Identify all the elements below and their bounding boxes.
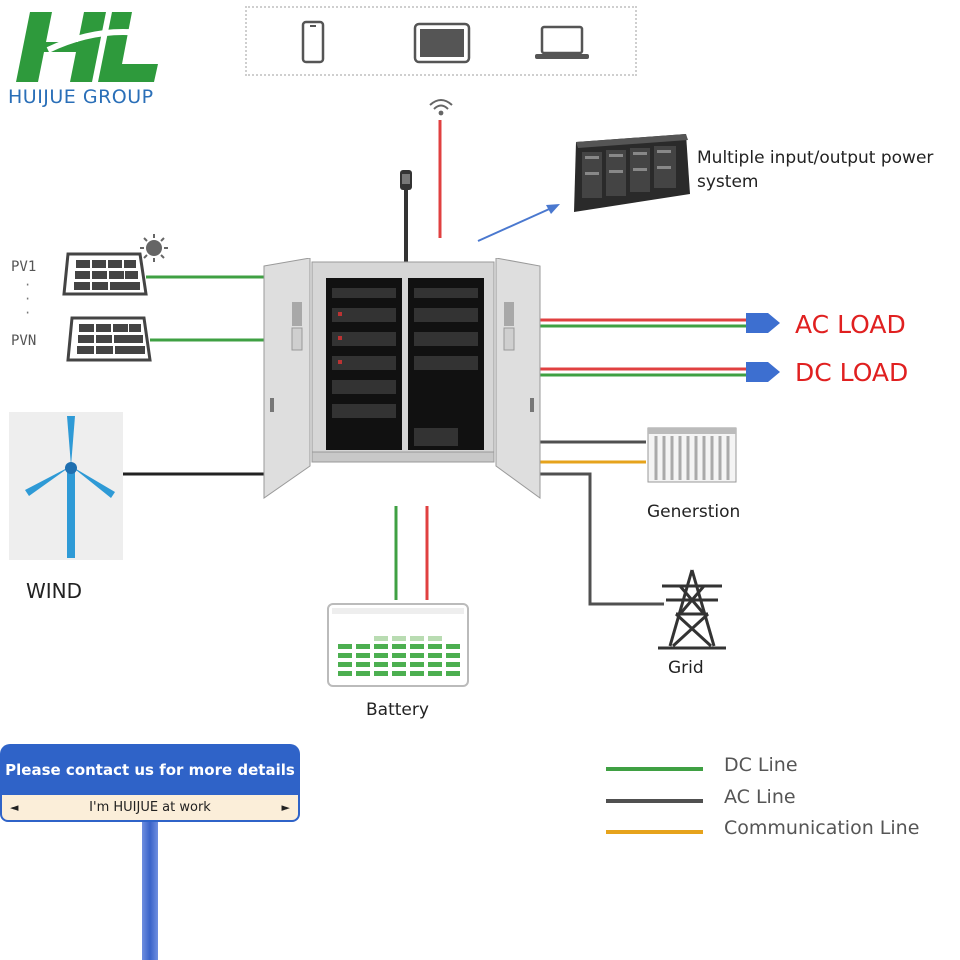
pv-dots: · · ·: [24, 278, 32, 320]
legend-item-dc: DC Line: [606, 754, 946, 780]
contact-ticker: ◄ I'm HUIJUE at work ►: [0, 795, 300, 822]
wind-label: WIND: [26, 579, 83, 603]
solar-panel-n-image: [66, 316, 152, 362]
generator-image: [647, 427, 737, 483]
legend-swatch-ac: [606, 799, 703, 803]
laptop-icon: [535, 25, 589, 59]
battery-image: [327, 603, 469, 687]
power-system-label: Multiple input/output power system: [697, 148, 934, 192]
power-system-rack-image: [574, 134, 690, 212]
ac-load-label: AC LOAD: [795, 310, 906, 339]
legend-item-communication: Communication Line: [606, 817, 946, 843]
monitoring-devices-box: [245, 6, 637, 76]
antenna-icon: [400, 170, 412, 268]
dc-load-label: DC LOAD: [795, 358, 909, 387]
legend-label-ac: AC Line: [724, 786, 796, 808]
ticker-text: I'm HUIJUE at work: [89, 800, 211, 815]
grid-tower-icon: [658, 569, 726, 650]
battery-label: Battery: [366, 700, 429, 720]
energy-storage-cabinet-image: [263, 258, 541, 499]
company-name: HUIJUE GROUP: [8, 86, 154, 108]
legend: DC Line AC Line Communication Line: [606, 754, 946, 850]
pvn-label: PVN: [11, 333, 37, 349]
solar-panel-1-image: [62, 234, 168, 296]
generation-label: Generstion: [647, 502, 741, 522]
legend-label-dc: DC Line: [724, 754, 798, 776]
sun-icon: [140, 234, 168, 262]
wifi-icon: [429, 99, 453, 116]
legend-swatch-communication: [606, 830, 703, 834]
legend-item-ac: AC Line: [606, 786, 946, 812]
ticker-prev-arrow-icon[interactable]: ◄: [10, 801, 19, 814]
ticker-next-arrow-icon[interactable]: ►: [281, 801, 290, 814]
tablet-icon: [413, 22, 471, 64]
smartphone-icon: [301, 20, 325, 64]
wind-turbine-icon: [25, 416, 115, 558]
pv1-label: PV1: [11, 259, 37, 275]
wind-turbine-panel: [9, 412, 123, 560]
legend-label-communication: Communication Line: [724, 817, 920, 839]
hj-logo-mark: [16, 12, 158, 82]
grid-label: Grid: [668, 658, 704, 678]
company-logo: HUIJUE GROUP: [8, 6, 178, 110]
sign-pole: [142, 822, 158, 960]
contact-banner-button[interactable]: Please contact us for more details: [0, 744, 300, 796]
legend-swatch-dc: [606, 767, 703, 771]
